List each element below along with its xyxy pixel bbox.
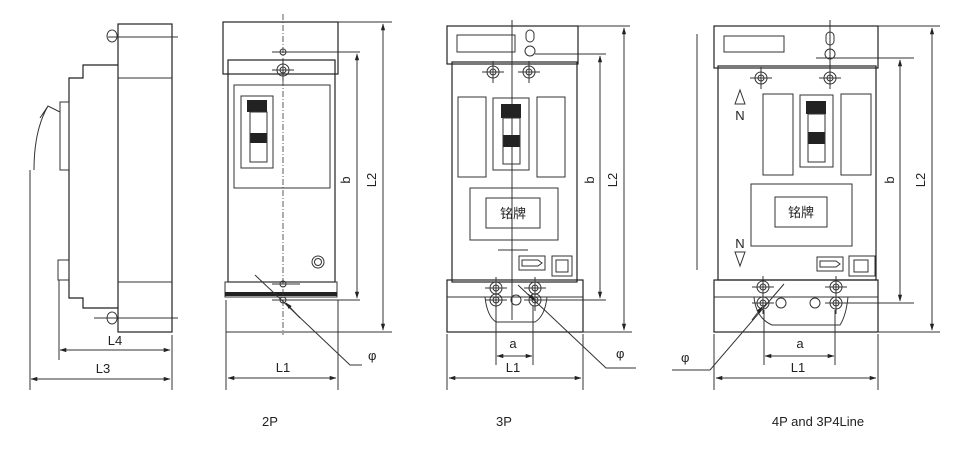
nameplate-label: 铭牌 xyxy=(500,206,526,222)
dim-b-label: b xyxy=(582,176,597,183)
two-pole-view: b L2 L1 φ 2P xyxy=(222,14,392,429)
dim-l4-label: L4 xyxy=(108,333,122,348)
dim-b-label: b xyxy=(338,176,353,183)
dim-l3-label: L3 xyxy=(96,361,110,376)
nameplate-label: 铭牌 xyxy=(788,205,814,221)
dim-l2-label: L2 xyxy=(605,173,620,187)
dim-l1-label: L1 xyxy=(276,360,290,375)
n-top-label: N xyxy=(735,108,744,123)
side-view: L4 L3 xyxy=(29,23,178,390)
phi-label: φ xyxy=(368,348,376,363)
four-pole-view: N N 铭牌 b L2 a L1 φ 4P and 3P4Line xyxy=(672,20,940,429)
dim-a-label: a xyxy=(509,336,517,351)
dim-b-label: b xyxy=(882,176,897,183)
three-pole-view: 铭牌 b L2 a L1 φ 3P xyxy=(446,20,636,429)
dim-l1-label: L1 xyxy=(791,360,805,375)
caption-4p: 4P and 3P4Line xyxy=(772,414,864,429)
phi-label: φ xyxy=(616,346,624,361)
caption-2p: 2P xyxy=(262,414,278,429)
dim-l2-label: L2 xyxy=(913,173,928,187)
dim-a-label: a xyxy=(796,336,804,351)
dim-l1-label: L1 xyxy=(506,360,520,375)
phi-label: φ xyxy=(681,350,689,365)
n-bottom-label: N xyxy=(735,236,744,251)
caption-3p: 3P xyxy=(496,414,512,429)
dim-l2-label: L2 xyxy=(364,173,379,187)
